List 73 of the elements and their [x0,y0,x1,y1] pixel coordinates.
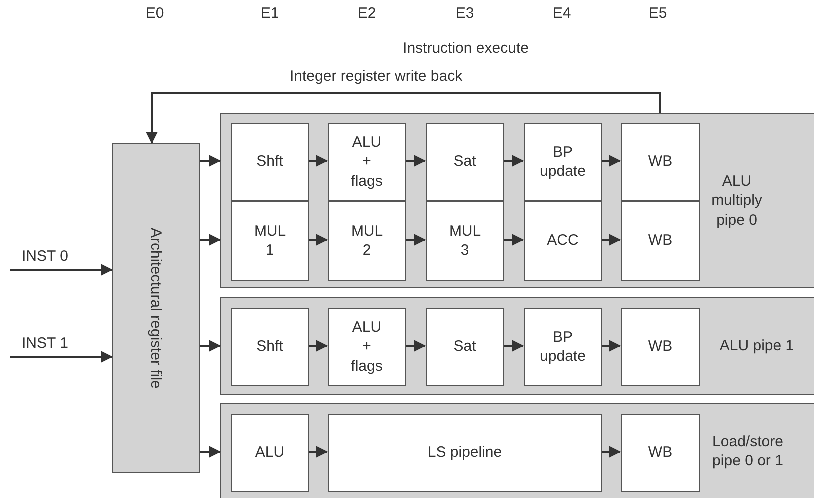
pipeline-panel [220,403,814,498]
stage-label: Sat [454,152,476,172]
stage-label: ALU + flags [351,132,383,192]
arrow [200,234,221,246]
edge-label: Integer register write back [290,68,463,85]
stage-number: E3 [456,5,474,22]
stage-label: BP update [540,328,586,366]
stage-box [524,201,602,281]
pipeline-panel [220,297,814,395]
arrow [146,92,661,144]
stage-box [328,123,406,201]
arrow [405,155,426,167]
stage-box [621,201,700,281]
stage-label: ALU + flags [351,318,383,376]
stage-label: MUL 3 [449,222,481,260]
pipeline-label: ALU multiply pipe 0 [710,171,764,230]
stage-label: MUL 1 [254,222,286,260]
pipeline-panel [220,113,814,288]
stage-box [621,414,700,492]
block-label: Architectural register file [148,228,164,388]
arrow [200,446,221,458]
arrow [405,234,426,246]
stage-number: E5 [648,5,668,22]
arrow [10,351,113,363]
arrow [308,340,328,352]
stage-box [621,123,700,201]
arrow [601,340,621,352]
pipeline-label: Load/store pipe 0 or 1 [712,432,784,471]
stage-box [231,201,309,281]
stage-label: WB [648,231,673,251]
arrow [308,234,328,246]
stage-label: Sat [454,337,476,357]
arrow [200,340,221,352]
stage-number: E1 [260,5,280,22]
stage-label: ALU [255,443,285,463]
register-file-block [112,143,200,473]
stage-box [328,201,406,281]
stage-number: E0 [146,5,164,22]
stage-label: MUL 2 [351,222,383,260]
stage-box [621,308,700,386]
stage-box [426,308,504,386]
arrow [405,340,426,352]
stage-box [231,414,309,492]
stage-label: WB [648,337,673,357]
stage-label: WB [648,152,673,172]
stage-box [328,308,406,386]
arrow [200,155,221,167]
stage-box [426,123,504,201]
stage-label: ACC [547,231,579,251]
stage-label: Shft [256,337,284,357]
stage-label: BP update [540,142,586,182]
stage-label: Shft [256,152,284,172]
arrow [10,264,113,276]
arrow [503,234,524,246]
pipeline-label: ALU pipe 1 [718,336,796,356]
arrow [601,446,621,458]
arrow [503,340,524,352]
stage-box [328,414,602,492]
arrow [503,155,524,167]
arrow [601,155,621,167]
arrow [308,446,328,458]
stage-number: E2 [358,5,376,22]
arrow [601,234,621,246]
arrow [308,155,328,167]
stage-label: WB [648,443,673,463]
stage-number: E4 [552,5,572,22]
stage-box [524,308,602,386]
stage-box [231,123,309,201]
stage-box [231,308,309,386]
stage-label: LS pipeline [428,443,502,463]
stage-box [524,123,602,201]
section-label: Instruction execute [403,40,529,57]
stage-box [426,201,504,281]
